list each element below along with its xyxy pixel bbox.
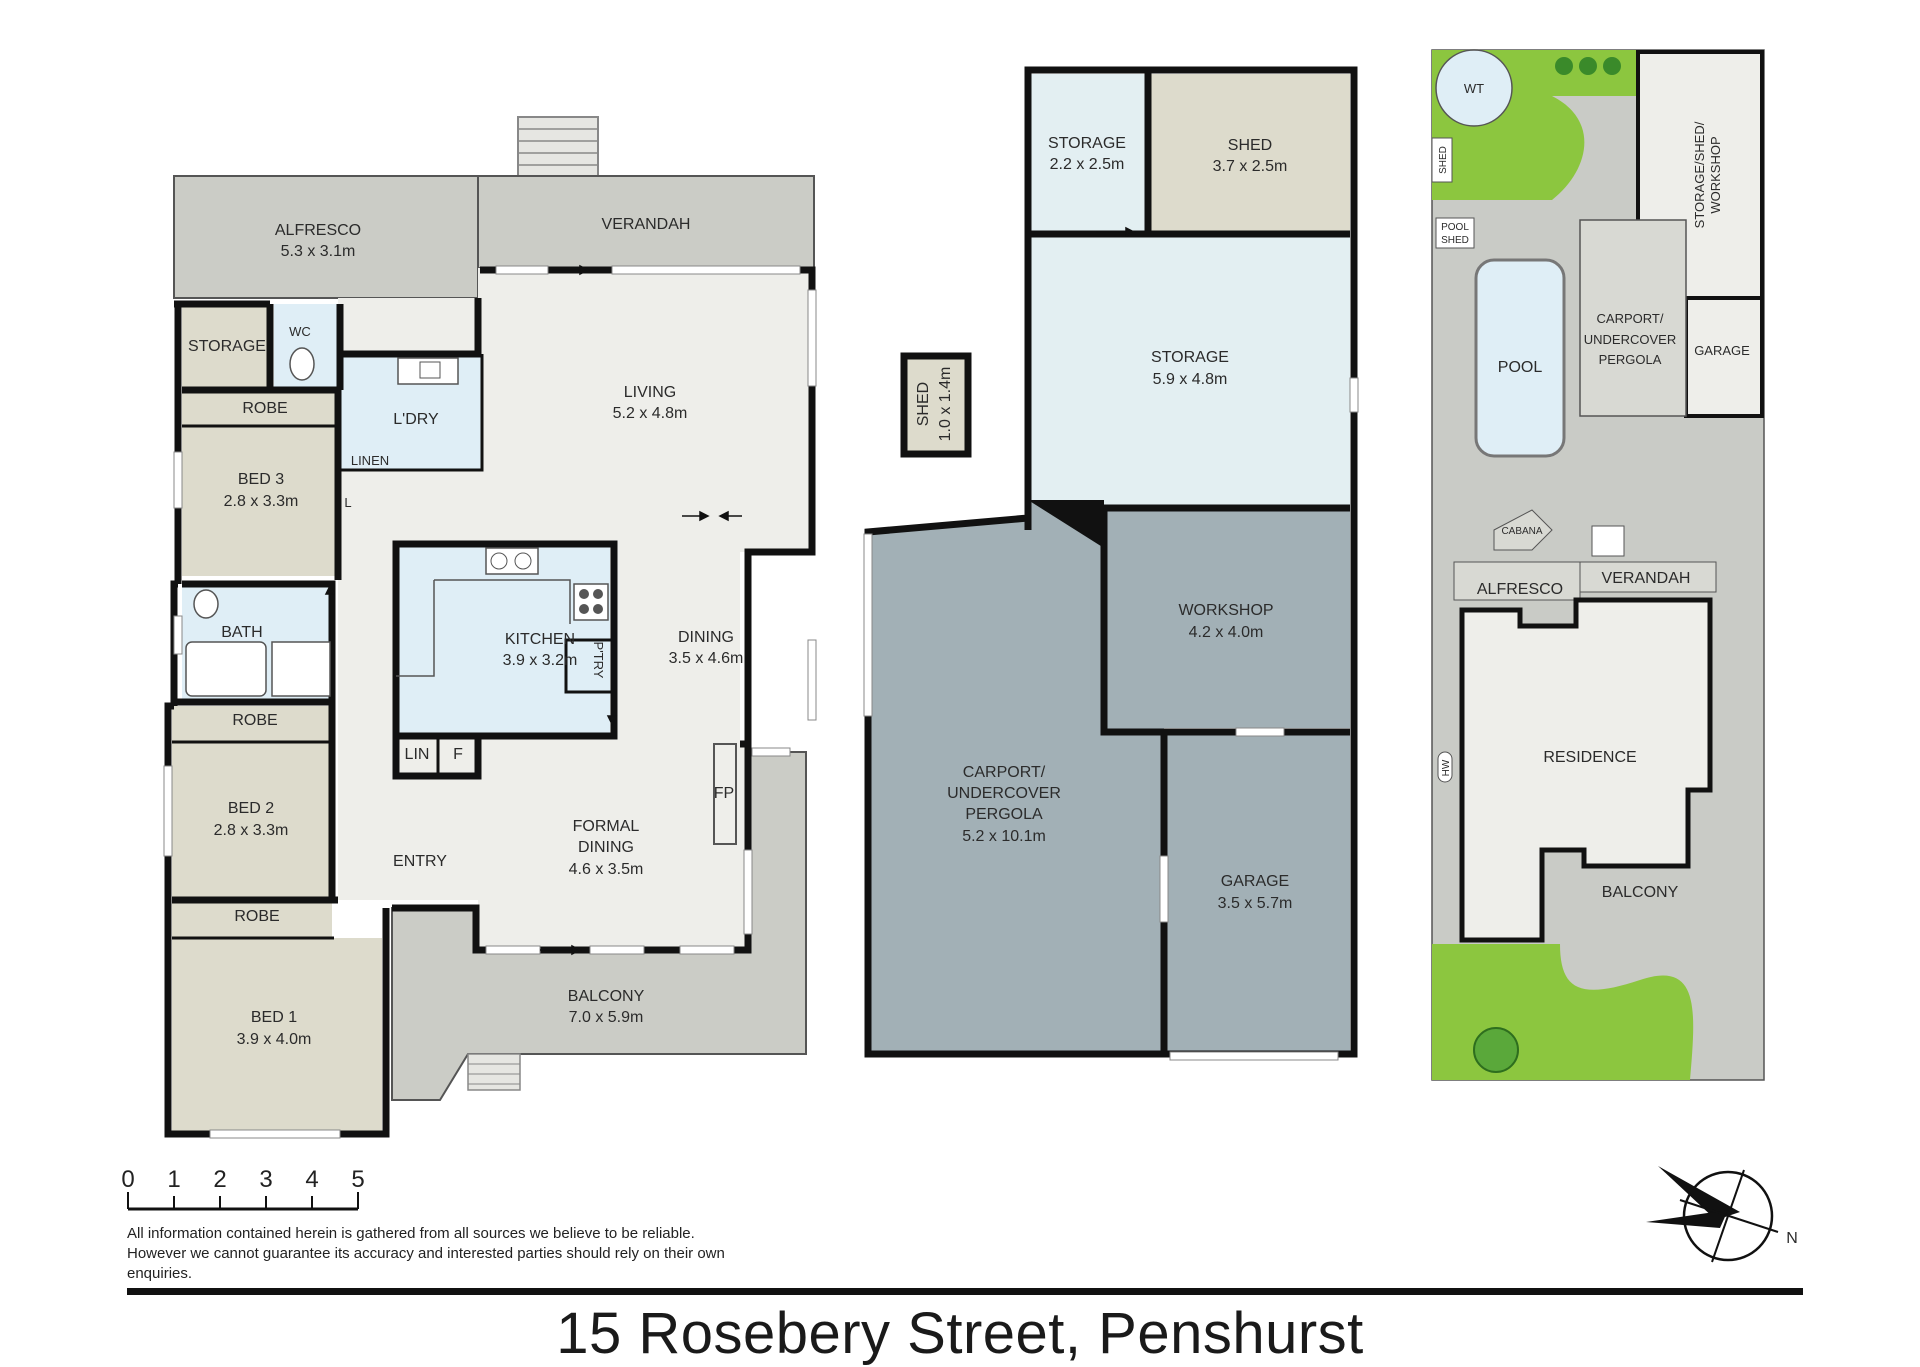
site-wt-label: WT bbox=[1464, 81, 1484, 96]
site-plan: WT SHED POOL SHED STORAGE/SHED/ WORKSHOP… bbox=[1431, 49, 1765, 1081]
site-alfresco-label: ALFRESCO bbox=[1477, 581, 1563, 598]
robe3-area bbox=[182, 390, 338, 426]
robe1-area bbox=[172, 902, 332, 938]
kitchen-label: KITCHEN bbox=[505, 631, 575, 648]
site-pool-shed-label-2: SHED bbox=[1441, 235, 1469, 246]
site-pool-label: POOL bbox=[1498, 359, 1543, 376]
garage-label: GARAGE bbox=[1221, 873, 1289, 890]
storage-large-dims: 5.9 x 4.8m bbox=[1153, 371, 1228, 388]
linen-label: LINEN bbox=[351, 453, 389, 468]
alfresco-dims: 5.3 x 3.1m bbox=[281, 243, 356, 260]
carport-label: CARPORT/ bbox=[963, 764, 1046, 781]
shed-small-area bbox=[900, 352, 972, 458]
carport-dims: 5.2 x 10.1m bbox=[962, 828, 1046, 845]
site-carport-label: CARPORT/ bbox=[1597, 311, 1664, 326]
balcony-dims: 7.0 x 5.9m bbox=[569, 1009, 644, 1026]
fp-label: FP bbox=[714, 785, 734, 802]
site-pool-shed-label: POOL bbox=[1441, 222, 1469, 233]
robe3-label: ROBE bbox=[242, 400, 287, 417]
bed3-area bbox=[182, 426, 338, 576]
robe2-area bbox=[172, 706, 330, 742]
bed1-area bbox=[172, 938, 382, 1134]
bed3-label: BED 3 bbox=[238, 471, 284, 488]
house-plan: ALFRESCO 5.3 x 3.1m VERANDAH STORAGE WC … bbox=[163, 116, 817, 1139]
site-cabana-label: CABANA bbox=[1501, 526, 1542, 537]
formal-dining-dims: 4.6 x 3.5m bbox=[569, 861, 644, 878]
storage-small-label: STORAGE bbox=[1048, 135, 1126, 152]
storage-label: STORAGE bbox=[188, 338, 266, 355]
carport-label-2: UNDERCOVER bbox=[947, 785, 1061, 802]
robe2-label: ROBE bbox=[232, 712, 277, 729]
scale-tick-2: 2 bbox=[213, 1166, 226, 1193]
alfresco-label: ALFRESCO bbox=[275, 222, 361, 239]
site-residence-label: RESIDENCE bbox=[1543, 749, 1636, 766]
bed3-dims: 2.8 x 3.3m bbox=[224, 493, 299, 510]
site-verandah-label: VERANDAH bbox=[1602, 570, 1691, 587]
scale-tick-5: 5 bbox=[351, 1166, 364, 1193]
storage-small-area bbox=[1028, 74, 1146, 232]
compass-n-label: N bbox=[1786, 1230, 1798, 1247]
shed-area bbox=[1148, 74, 1350, 232]
site-carport-label-2: UNDERCOVER bbox=[1584, 332, 1676, 347]
dining-dims: 3.5 x 4.6m bbox=[669, 650, 744, 667]
site-hw-label: HW bbox=[1441, 759, 1452, 776]
shed-small-label: SHED bbox=[915, 382, 932, 426]
shed-small-dims: 1.0 x 1.4m bbox=[937, 367, 954, 442]
scale-tick-1: 1 bbox=[167, 1166, 180, 1193]
l-cupboard-label: L bbox=[344, 495, 351, 510]
formal-dining-label: FORMAL bbox=[573, 818, 640, 835]
storage-large-area bbox=[1028, 232, 1350, 508]
living-dims: 5.2 x 4.8m bbox=[613, 405, 688, 422]
carport-label-3: PERGOLA bbox=[965, 806, 1043, 823]
site-balcony-label: BALCONY bbox=[1602, 884, 1679, 901]
scale-bar: 0 1 2 3 4 5 bbox=[121, 1166, 365, 1211]
living-label: LIVING bbox=[624, 384, 676, 401]
shed-dims: 3.7 x 2.5m bbox=[1213, 158, 1288, 175]
scale-tick-3: 3 bbox=[259, 1166, 272, 1193]
site-garage-label: GARAGE bbox=[1694, 343, 1750, 358]
pantry-label: P'TRY bbox=[591, 642, 606, 679]
storage-large-label: STORAGE bbox=[1151, 349, 1229, 366]
robe1-label: ROBE bbox=[234, 908, 279, 925]
scale-tick-0: 0 bbox=[121, 1166, 134, 1193]
balcony-label: BALCONY bbox=[568, 988, 645, 1005]
bed2-dims: 2.8 x 3.3m bbox=[214, 822, 289, 839]
wc-label: WC bbox=[289, 324, 311, 339]
entry-label: ENTRY bbox=[393, 853, 447, 870]
compass-icon: N bbox=[1646, 1166, 1798, 1263]
site-storage-shed-workshop-label-2: WORKSHOP bbox=[1708, 136, 1723, 213]
storage-small-dims: 2.2 x 2.5m bbox=[1050, 156, 1125, 173]
bed2-label: BED 2 bbox=[228, 800, 274, 817]
bed1-dims: 3.9 x 4.0m bbox=[237, 1031, 312, 1048]
property-address: 15 Rosebery Street, Penshurst bbox=[556, 1301, 1364, 1366]
footer-divider bbox=[127, 1288, 1803, 1295]
scale-tick-4: 4 bbox=[305, 1166, 318, 1193]
alfresco-area bbox=[173, 175, 479, 299]
lin-label: LIN bbox=[405, 746, 430, 763]
shed-label: SHED bbox=[1228, 137, 1272, 154]
disclaimer-text: All information contained herein is gath… bbox=[127, 1225, 725, 1282]
laundry-label: L'DRY bbox=[393, 411, 439, 428]
verandah-label: VERANDAH bbox=[602, 216, 691, 233]
fireplace bbox=[713, 743, 737, 845]
site-storage-shed-workshop-label: STORAGE/SHED/ bbox=[1692, 121, 1707, 228]
site-carport-label-3: PERGOLA bbox=[1599, 352, 1662, 367]
bath-label: BATH bbox=[221, 624, 262, 641]
kitchen-dims: 3.9 x 3.2m bbox=[503, 652, 578, 669]
carport-area bbox=[866, 500, 1350, 1054]
dining-label: DINING bbox=[678, 629, 734, 646]
workshop-label: WORKSHOP bbox=[1178, 602, 1273, 619]
outbuildings-plan: STORAGE 2.2 x 2.5m SHED 3.7 x 2.5m STORA… bbox=[863, 66, 1359, 1061]
bed2-area bbox=[172, 742, 330, 898]
f-label: F bbox=[453, 746, 463, 763]
garage-area bbox=[1164, 732, 1350, 1054]
storage-area bbox=[182, 304, 270, 390]
workshop-dims: 4.2 x 4.0m bbox=[1189, 624, 1264, 641]
formal-dining-label-2: DINING bbox=[578, 839, 634, 856]
garage-dims: 3.5 x 5.7m bbox=[1218, 895, 1293, 912]
site-shed-label: SHED bbox=[1438, 146, 1449, 174]
bed1-label: BED 1 bbox=[251, 1009, 297, 1026]
